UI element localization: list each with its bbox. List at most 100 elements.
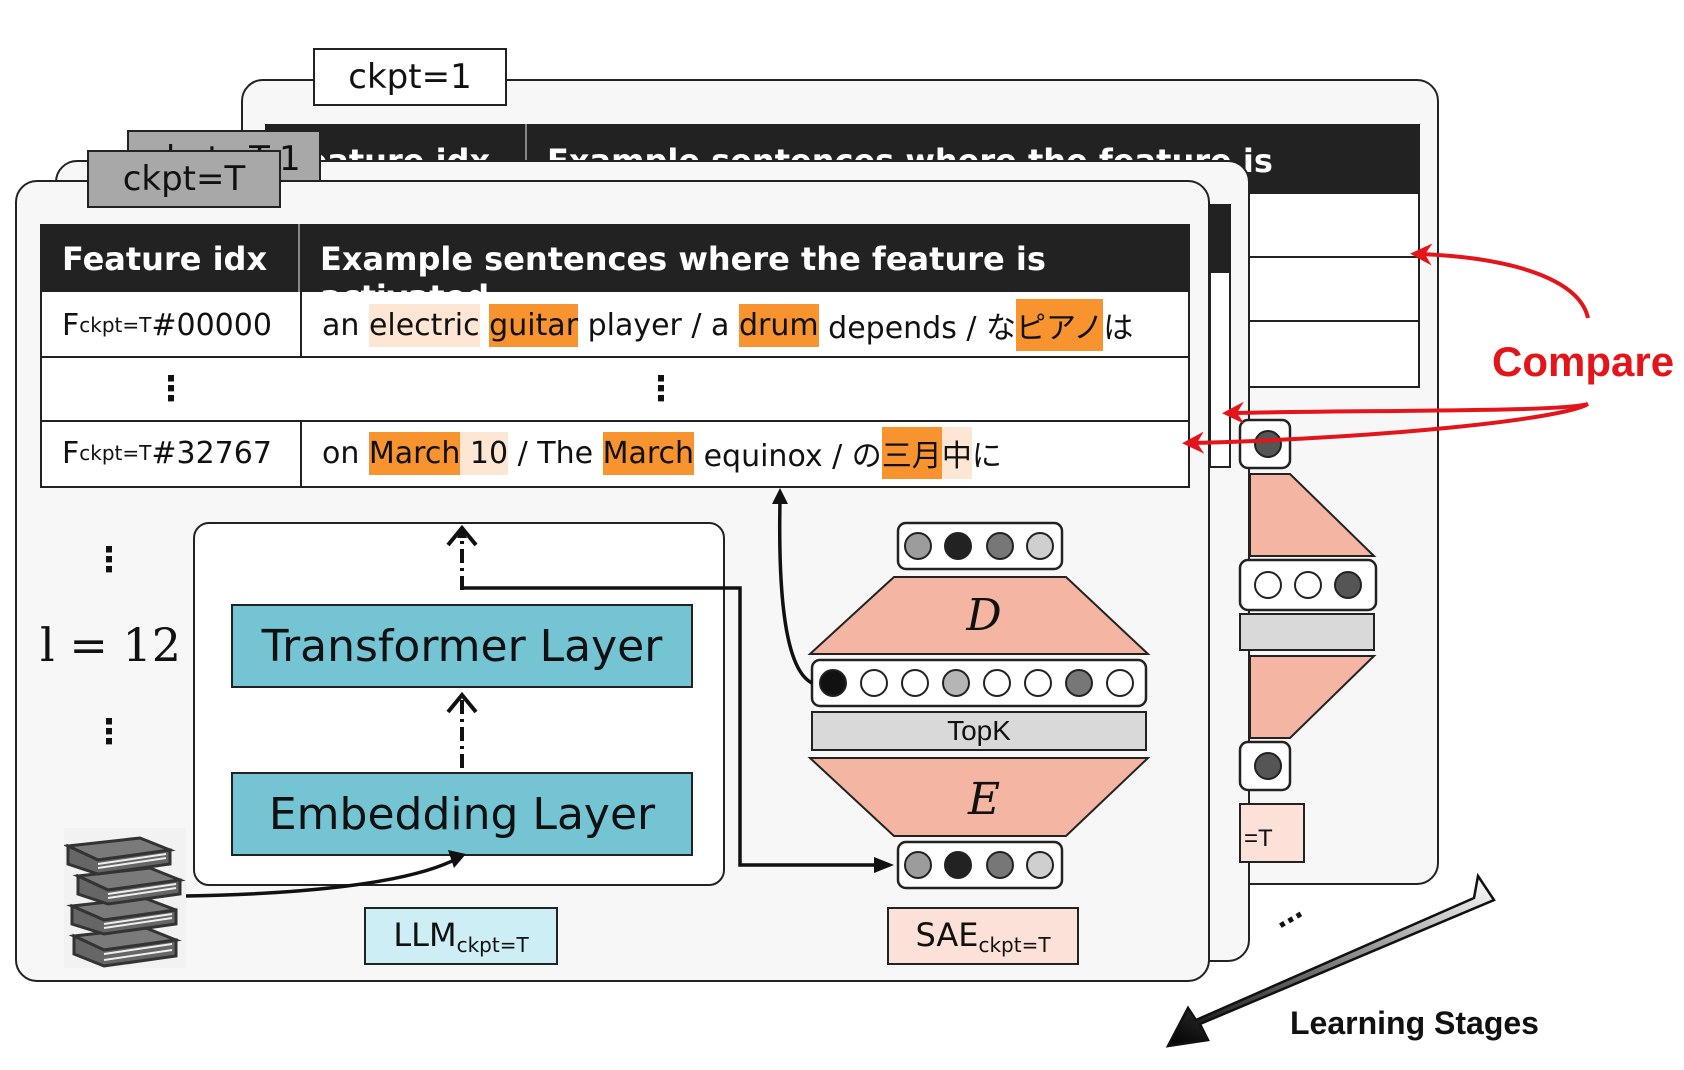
output-node xyxy=(944,532,972,560)
example-segment-strong-highlight: March xyxy=(602,431,695,475)
latent-node xyxy=(1024,669,1052,697)
middle-decoder-trapezoid xyxy=(1249,473,1377,557)
latent-to-table-arrow xyxy=(777,499,813,685)
front-checkpoint-label: ckpt=T xyxy=(122,159,246,199)
back-table-rowline xyxy=(1222,320,1418,322)
books-to-embedding-arrow xyxy=(185,856,459,898)
example-segment: player / a xyxy=(578,307,739,343)
llm-name-box: LLMckpt=T xyxy=(364,907,558,965)
middle-table-header-edge xyxy=(1210,205,1230,273)
example-segment: depends / な xyxy=(818,311,1017,346)
example-segment-strong-highlight: guitar xyxy=(489,303,579,347)
sae-name-label: SAEckpt=T xyxy=(915,916,1050,957)
example-segment: に xyxy=(971,439,1002,474)
input-node xyxy=(944,851,972,879)
middle-node xyxy=(1254,752,1282,780)
book-pages xyxy=(97,853,167,865)
header-divider xyxy=(298,224,300,292)
learning-stages-label: Learning Stages xyxy=(1290,1005,1539,1041)
table-row-examples: an electric guitar player / a drum depen… xyxy=(322,299,1134,351)
table-rowline xyxy=(42,420,1188,422)
llm-name-label: LLMckpt=T xyxy=(393,916,528,957)
book-cover xyxy=(70,903,178,936)
output-node xyxy=(986,532,1014,560)
stack-dots: ... xyxy=(1265,889,1309,936)
topk-label: TopK xyxy=(947,715,1011,746)
transformer-layer: Transformer Layer xyxy=(231,604,693,688)
middle-node xyxy=(1254,430,1282,458)
book-pages xyxy=(97,857,167,869)
idx-number: #00000 xyxy=(151,307,272,343)
middle-encoder-trapezoid xyxy=(1249,655,1377,739)
idx-subscript: ckpt=T xyxy=(79,313,152,337)
books-icon xyxy=(64,828,186,968)
back-checkpoint-label: ckpt=1 xyxy=(348,57,472,97)
vdots-lower: ⋮ xyxy=(92,712,126,752)
llm-upward-arrow-mid-head xyxy=(446,691,478,714)
embedding-layer-label: Embedding Layer xyxy=(268,788,656,840)
input-node-box xyxy=(896,840,1064,890)
table-row-examples: on March 10 / The March equinox / の三月中に xyxy=(322,427,1002,479)
idx-number: #32767 xyxy=(151,435,272,471)
encoder-label: E xyxy=(967,774,1000,825)
table-coldivider xyxy=(300,420,302,486)
layer-index-label: l = 12 xyxy=(40,618,182,672)
llm-name-main: LLM xyxy=(393,915,457,954)
output-node xyxy=(1026,532,1054,560)
middle-sae-label-box xyxy=(1239,803,1305,863)
latent-node xyxy=(1065,669,1093,697)
feature-table-header: Feature idx Example sentences where the … xyxy=(40,224,1190,316)
latent-node xyxy=(860,669,888,697)
book-pages xyxy=(103,949,173,961)
compare-label: Compare xyxy=(1492,338,1674,385)
example-segment: は xyxy=(1103,311,1134,346)
example-segment-weak-highlight: electric xyxy=(368,303,480,347)
embedding-layer: Embedding Layer xyxy=(231,772,693,856)
book-pages xyxy=(107,883,177,895)
book-pages xyxy=(103,943,173,955)
topk-bar xyxy=(811,711,1147,751)
latent-node xyxy=(942,669,970,697)
output-node-box xyxy=(896,521,1064,571)
compare-arrow-back xyxy=(1410,243,1590,319)
books-to-embedding-arrowhead xyxy=(448,850,466,868)
example-segment: / The xyxy=(508,435,603,471)
sae-name-box: SAEckpt=T xyxy=(887,907,1079,965)
decoder-label: D xyxy=(965,590,1001,641)
llm-upward-arrow-top-head xyxy=(446,524,478,547)
learning-stages-arrow xyxy=(1165,872,1496,1048)
book-pages xyxy=(103,917,173,929)
book-pages xyxy=(103,913,173,925)
middle-sae-label-fragment: =T xyxy=(1244,825,1273,852)
book-pages xyxy=(107,887,177,899)
back-table-body xyxy=(1220,192,1420,388)
latent-node xyxy=(901,669,929,697)
back-table-rowline xyxy=(1222,256,1418,258)
input-node xyxy=(1026,851,1054,879)
back-checkpoint-tab: ckpt=1 xyxy=(313,48,507,106)
middle-topk-bar xyxy=(1239,613,1375,651)
example-segment-strong-highlight: drum xyxy=(738,303,819,347)
latent-node xyxy=(819,669,847,697)
example-segment-weak-highlight: 中 xyxy=(941,427,972,479)
transformer-layer-label: Transformer Layer xyxy=(261,620,663,672)
middle-node xyxy=(1254,571,1282,599)
table-ellipsis-examples: ⋮ xyxy=(644,369,678,409)
activation-tap-arrow xyxy=(462,586,884,867)
table-ellipsis-idx: ⋮ xyxy=(154,369,188,409)
header-feature-idx: Feature idx xyxy=(62,240,268,278)
example-segment-weak-highlight: 10 xyxy=(460,431,509,475)
example-segment-strong-highlight: March xyxy=(368,431,461,475)
encoder-trapezoid xyxy=(807,757,1151,837)
middle-node xyxy=(1294,571,1322,599)
example-segment: equinox / の xyxy=(694,439,882,474)
compare-arrow-middle xyxy=(1222,401,1589,424)
idx-prefix: F xyxy=(62,435,80,471)
middle-node xyxy=(1334,571,1362,599)
